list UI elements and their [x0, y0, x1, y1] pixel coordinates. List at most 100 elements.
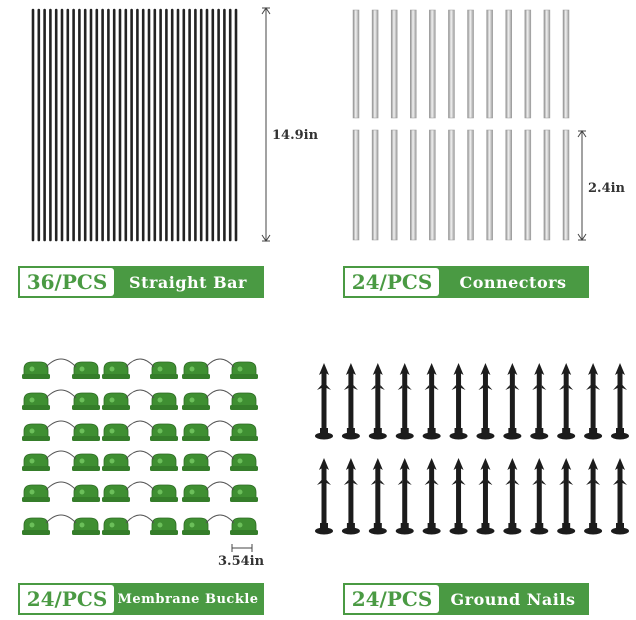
membrane-buckle-wire [205, 389, 235, 399]
membrane-buckle-clip [182, 392, 210, 410]
membrane-buckle-clip [72, 484, 100, 502]
straight-bar-label: 36/PCS Straight Bar [18, 266, 264, 298]
connector-tube [429, 9, 436, 119]
ground-nail-stake [368, 458, 387, 535]
membrane-buckle-wire [125, 481, 155, 491]
ground-nail-stake [395, 363, 414, 440]
membrane-buckle-clip [72, 517, 100, 535]
connector-tube [486, 9, 493, 119]
membrane-buckle-clip [22, 517, 50, 535]
connector-tube [505, 129, 512, 241]
connector-tube [410, 9, 417, 119]
connectors-count: 24/PCS [345, 268, 439, 296]
ground-nail-stake [584, 363, 603, 440]
connector-tube [562, 129, 570, 241]
connector-tube [429, 129, 436, 241]
membrane-buckle-wire [45, 514, 77, 524]
membrane-buckle-wire [205, 420, 235, 430]
membrane-buckle-clip [182, 484, 210, 502]
connector-tube [524, 9, 532, 119]
membrane-buckle-clip [72, 423, 100, 441]
membrane-buckle-clip [230, 517, 258, 535]
ground-nail-stake [449, 458, 468, 535]
connector-tube [390, 9, 398, 119]
arrow-down-icon [261, 234, 271, 242]
membrane-buckle-wire [45, 358, 77, 368]
connector-tube [486, 129, 493, 241]
membrane-buckle-wire [125, 420, 155, 430]
membrane-buckle-wire [45, 420, 77, 430]
connector-tube [562, 9, 570, 119]
membrane-buckle-wire [45, 389, 77, 399]
ground-nail-stake [341, 458, 360, 535]
membrane-buckle-clip [102, 423, 130, 441]
membrane-buckle-label: 24/PCS Membrane Buckle [18, 583, 264, 615]
membrane-buckle-wire [205, 450, 235, 460]
membrane-buckle-wire [125, 389, 155, 399]
membrane-buckle-clip [102, 453, 130, 471]
membrane-buckle-clip [22, 484, 50, 502]
membrane-buckle-wire [125, 514, 155, 524]
straight-bar-name: Straight Bar [129, 272, 247, 292]
ground-nail-stake [530, 363, 549, 440]
ground-nail-stake [557, 363, 576, 440]
connector-tube [410, 129, 417, 241]
membrane-buckle-wire [205, 514, 235, 524]
connectors-label: 24/PCS Connectors [343, 266, 589, 298]
membrane-buckle-clip [182, 517, 210, 535]
ground-nail-stake [368, 363, 387, 440]
ground-nail-stake [557, 458, 576, 535]
membrane-buckle-clip [150, 517, 178, 535]
membrane-buckle-clip [102, 484, 130, 502]
membrane-buckle-clip [22, 361, 50, 379]
connector-tube [543, 129, 551, 241]
connector-tube [352, 129, 360, 241]
arrow-up-icon [577, 130, 587, 138]
ground-nail-stake [476, 363, 495, 440]
membrane-buckle-clip [182, 361, 210, 379]
membrane-buckle-clip [72, 392, 100, 410]
membrane-buckle-clip [22, 392, 50, 410]
connector-tube [448, 9, 455, 119]
ground-nail-stake [341, 363, 360, 440]
membrane-buckle-clip [182, 453, 210, 471]
membrane-buckle-name: Membrane Buckle [117, 591, 259, 607]
membrane-buckle-dimension: 3.54in [218, 554, 265, 569]
membrane-buckle-clip [102, 392, 130, 410]
ground-nails-count: 24/PCS [345, 585, 439, 613]
ground-nail-stake [611, 458, 629, 535]
membrane-buckle-wire [205, 358, 235, 368]
membrane-buckle-wire [125, 450, 155, 460]
ground-nail-stake [449, 363, 468, 440]
membrane-buckle-clip [230, 453, 258, 471]
connector-tube [448, 129, 455, 241]
membrane-buckle-wire [125, 358, 155, 368]
membrane-buckle-wire [45, 481, 77, 491]
arrow-down-icon [577, 233, 587, 241]
ground-nail-stake [611, 363, 629, 440]
ground-nails-label: 24/PCS Ground Nails [343, 583, 589, 615]
ground-nail-stake [530, 458, 549, 535]
membrane-buckle-clip [72, 453, 100, 471]
ground-nail-stake [315, 458, 333, 535]
membrane-buckle-clip [150, 484, 178, 502]
membrane-buckle-clip [22, 453, 50, 471]
membrane-buckle-wire [45, 450, 77, 460]
connectors-dimension: 2.4in [588, 181, 626, 196]
arrow-up-icon [261, 7, 271, 15]
ground-nail-stake [422, 458, 441, 535]
membrane-buckle-clip [182, 423, 210, 441]
straight-bar-dimension: 14.9in [272, 128, 319, 143]
membrane-buckle-clip [230, 423, 258, 441]
straight-bar-count: 36/PCS [20, 268, 114, 296]
connector-tube [505, 9, 512, 119]
ground-nail-stake [315, 363, 333, 440]
connectors-name: Connectors [459, 272, 567, 292]
connector-tube [543, 9, 551, 119]
connector-tube [390, 129, 398, 241]
ground-nails-name: Ground Nails [450, 589, 576, 609]
